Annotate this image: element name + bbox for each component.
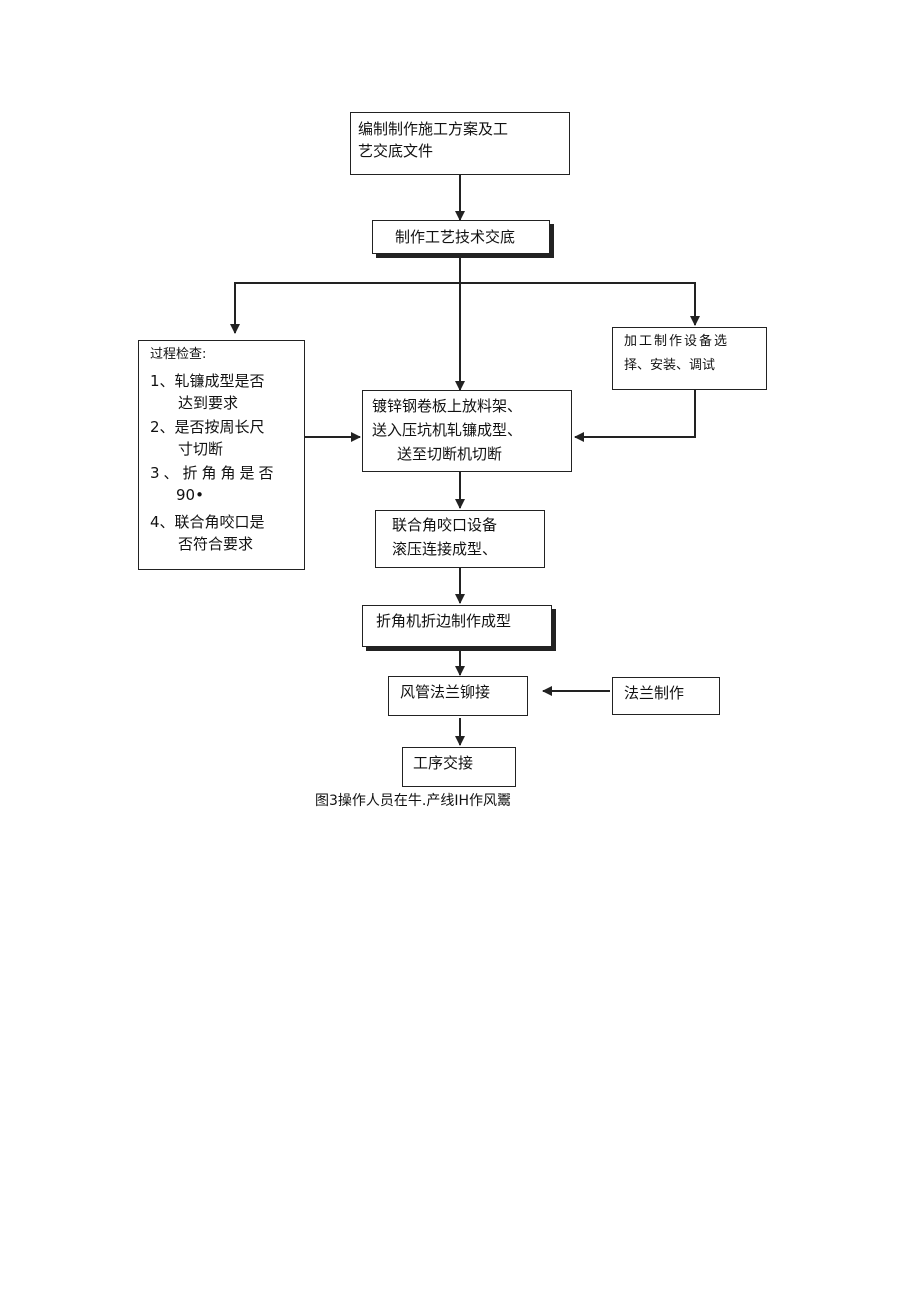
inspection-item-4a: 4、联合角咬口是	[150, 513, 265, 531]
inspection-item-1a: 1、轧镰成型是否	[150, 372, 265, 390]
equipment-line1: 加工制作设备选	[624, 334, 730, 349]
inspection-item-2b: 寸切断	[178, 440, 224, 458]
step3-line1: 镀锌钢卷板上放料架、	[372, 397, 523, 415]
step2-box	[372, 220, 550, 254]
equipment-box	[612, 327, 767, 390]
step3-line3: 送至切断机切断	[397, 445, 503, 463]
step4-line2: 滚压连接成型、	[392, 540, 498, 558]
step6-label: 风管法兰铆接	[400, 683, 491, 701]
step5-box	[362, 605, 552, 647]
step7-box	[402, 747, 516, 787]
step1-line1: 编制制作施工方案及工	[358, 120, 509, 138]
step4-box	[375, 510, 545, 568]
step2-label: 制作工艺技术交底	[395, 228, 516, 246]
inspection-item-4b: 否符合要求	[178, 535, 254, 553]
inspection-item-2a: 2、是否按周长尺	[150, 418, 265, 436]
arrow-equipment-step3	[574, 390, 696, 442]
flange-box	[612, 677, 720, 715]
inspection-item-3a: 3、折角角是否	[150, 464, 278, 482]
step6-box	[388, 676, 528, 716]
step1-line2: 艺交底文件	[358, 142, 434, 160]
flange-label: 法兰制作	[624, 684, 685, 702]
inspection-item-3b: 90•	[176, 486, 204, 504]
equipment-line2: 择、安装、调试	[624, 358, 716, 373]
branch-line	[234, 282, 700, 330]
step3-box	[362, 390, 572, 472]
inspection-box	[138, 340, 305, 570]
step1-box	[350, 112, 570, 175]
step5-label: 折角机折边制作成型	[376, 612, 512, 630]
step3-line2: 送入压坑机轧镰成型、	[372, 421, 523, 439]
inspection-item-1b: 达到要求	[178, 394, 239, 412]
figure-caption: 图3操作人员在牛.产线IH作风鬻	[315, 793, 512, 809]
inspection-title: 过程检查:	[150, 347, 207, 362]
step4-line1: 联合角咬口设备	[392, 516, 498, 534]
step7-label: 工序交接	[413, 754, 474, 772]
